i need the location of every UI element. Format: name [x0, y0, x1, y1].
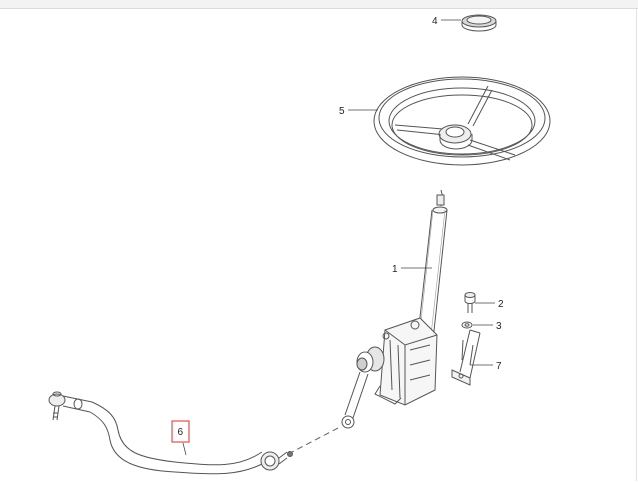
callout-7[interactable]: 7 — [496, 361, 502, 372]
bracket-part[interactable] — [451, 329, 481, 386]
steering-wheel-part[interactable] — [373, 76, 551, 166]
callout-6-selected[interactable]: 6 — [171, 420, 190, 443]
bolt-part[interactable] — [464, 292, 476, 314]
washer-part[interactable] — [461, 321, 473, 329]
callout-2[interactable]: 2 — [498, 299, 504, 310]
assembly-connector-line — [291, 427, 339, 453]
steering-gearbox-part[interactable] — [341, 317, 438, 429]
leader-lines — [182, 19, 495, 456]
tie-rod-part[interactable] — [48, 391, 293, 475]
top-toolbar-strip — [0, 0, 638, 9]
diagram-frame — [0, 9, 637, 481]
callout-1[interactable]: 1 — [392, 264, 398, 275]
callout-5[interactable]: 5 — [339, 106, 345, 117]
steering-column-part[interactable] — [417, 189, 448, 341]
steering-wheel-cap-part[interactable] — [461, 14, 497, 32]
callout-3[interactable]: 3 — [496, 321, 502, 332]
callout-6: 6 — [178, 427, 184, 438]
callout-4[interactable]: 4 — [432, 16, 438, 27]
